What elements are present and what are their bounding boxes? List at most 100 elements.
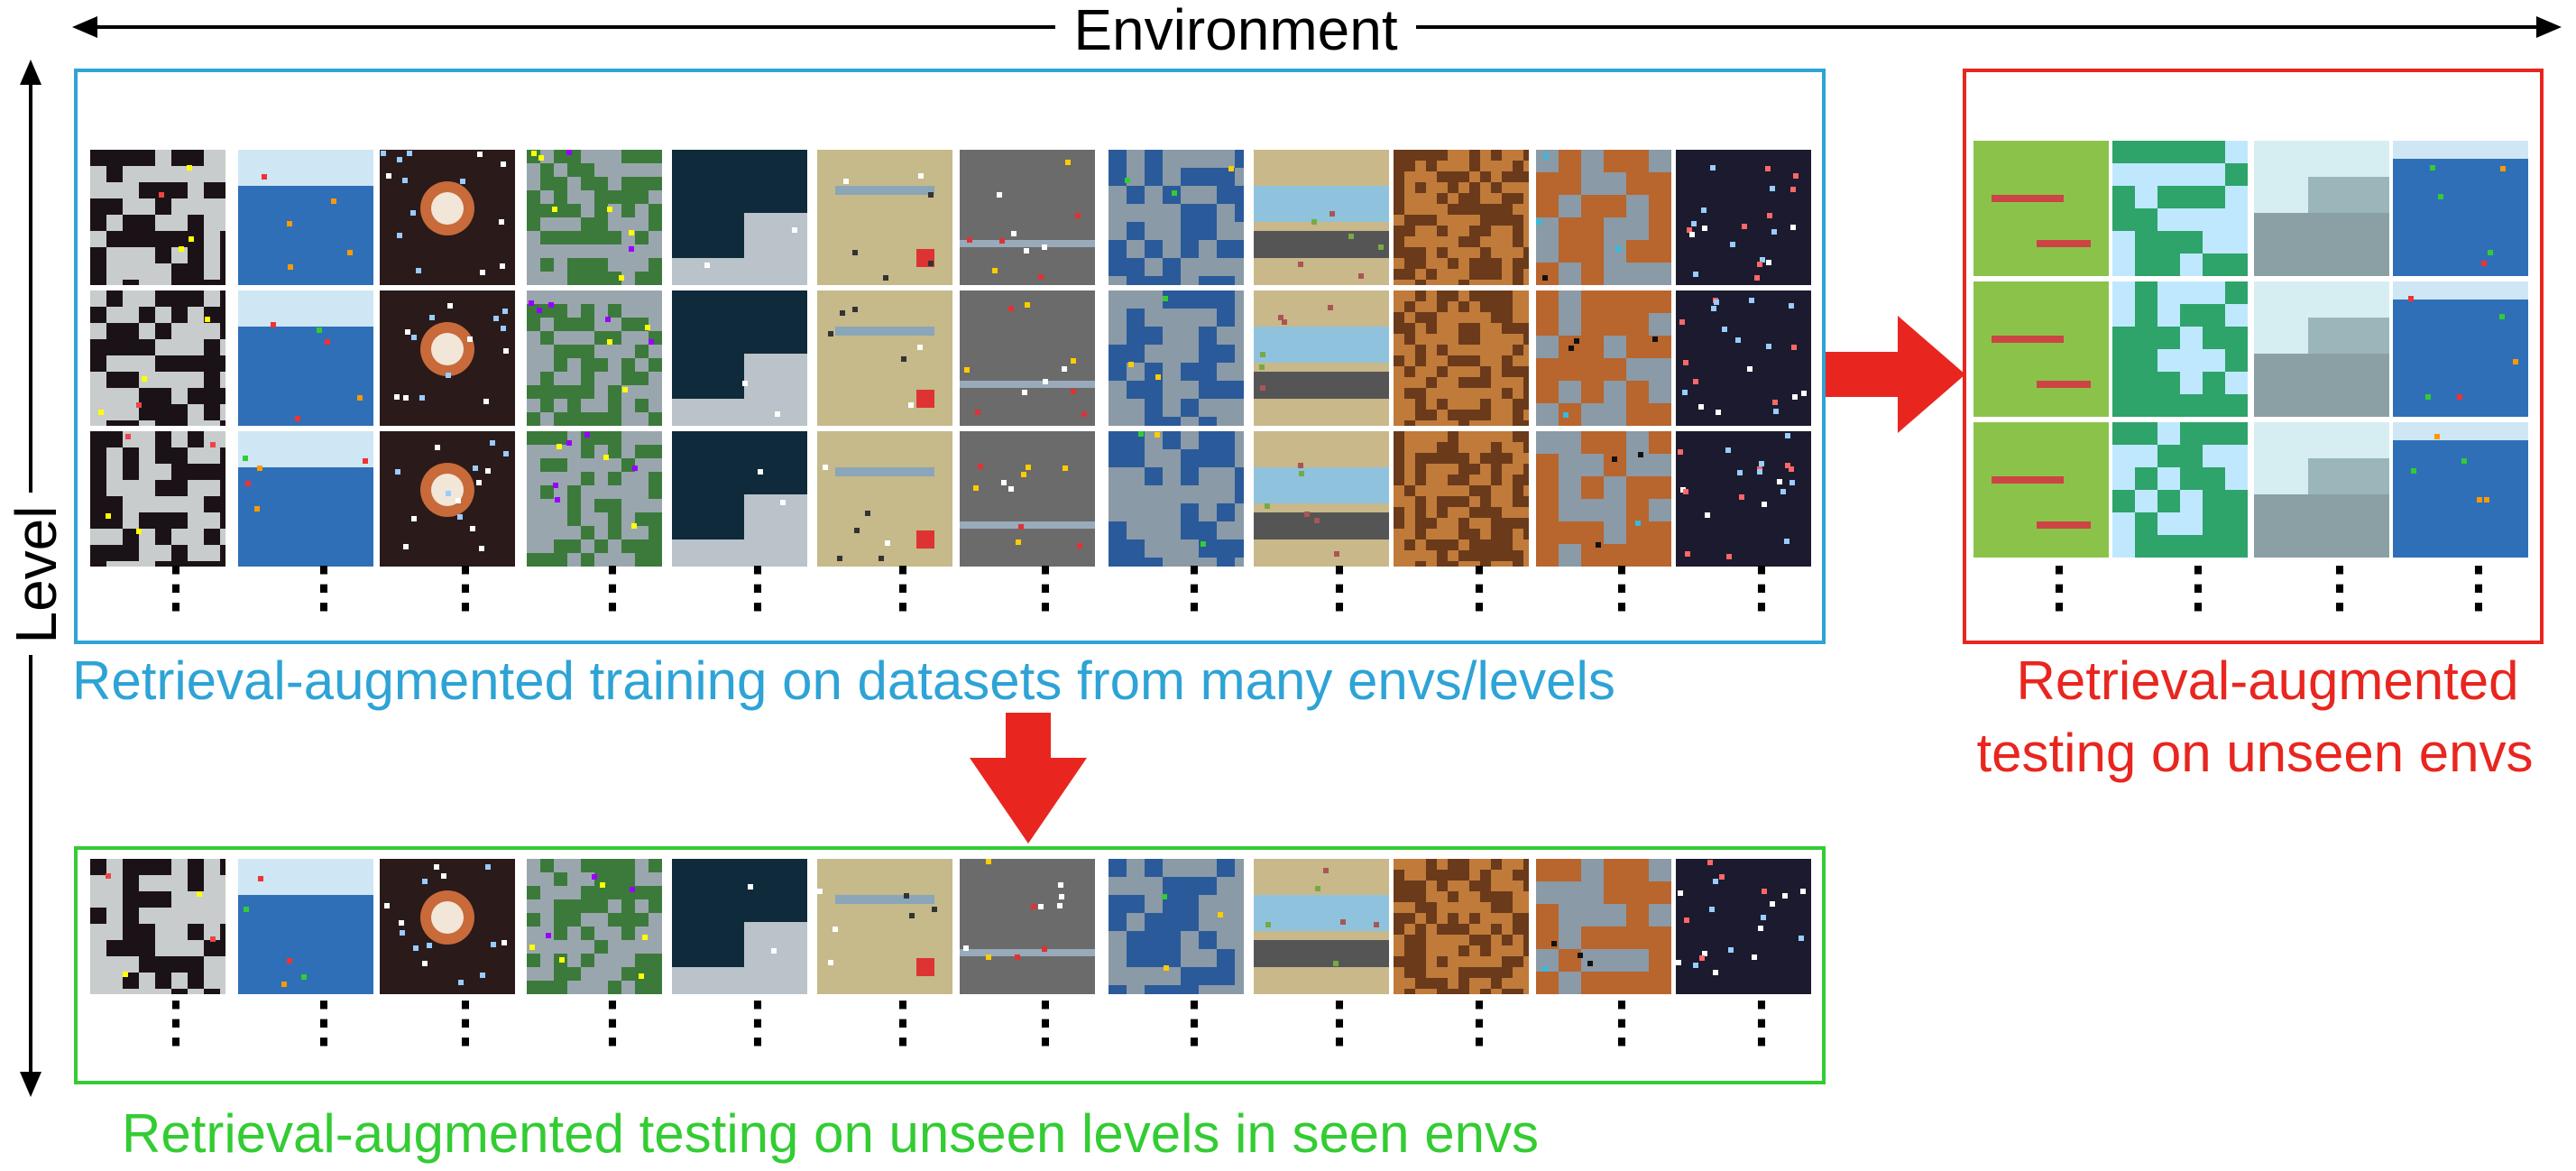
training-box (74, 69, 1826, 644)
unseen-envs-caption-line1: Retrieval-augmented (2016, 650, 2519, 711)
road-river-icon (1254, 150, 1389, 285)
platform-icon (672, 290, 807, 426)
ninja-ledge-icon (2254, 281, 2389, 417)
heist-maze-icon (1109, 431, 1244, 567)
platform-icon (672, 431, 807, 567)
more-levels-dots: ⋮ (297, 557, 351, 617)
cave-level-icon (90, 859, 225, 994)
unseen-envs-caption-line2: testing on unseen envs (1976, 723, 2534, 783)
more-levels-dots: ⋮ (438, 557, 492, 617)
cave-level-icon (90, 431, 225, 567)
more-levels-dots: ⋮ (1734, 557, 1789, 617)
more-levels-dots: ⋮ (1018, 557, 1072, 617)
arena-icon (817, 290, 952, 426)
corridor-icon (960, 290, 1095, 426)
climb-platform-icon (1973, 422, 2109, 558)
grid-maze-icon (527, 150, 662, 285)
more-levels-dots: ⋮ (1734, 991, 1789, 1052)
dirt-mine-icon (1536, 150, 1671, 285)
more-levels-dots: ⋮ (1018, 991, 1072, 1052)
ocean-fish-icon (238, 290, 373, 426)
starfield-icon (1676, 431, 1811, 567)
arena-icon (817, 859, 952, 994)
more-levels-dots: ⋮ (876, 557, 930, 617)
jump-platform-icon (2112, 281, 2248, 417)
more-levels-dots: ⋮ (1452, 557, 1506, 617)
heist-maze-icon (1109, 290, 1244, 426)
road-river-icon (1254, 290, 1389, 426)
ocean-fish-icon (238, 150, 373, 285)
unseen-levels-box (74, 846, 1826, 1084)
more-levels-dots: ⋮ (585, 991, 639, 1052)
more-levels-dots: ⋮ (438, 991, 492, 1052)
dirt-mine-icon (1536, 859, 1671, 994)
more-levels-dots: ⋮ (2452, 557, 2506, 617)
arrow-to-unseen-levels (970, 713, 1087, 844)
heist-maze-icon (1109, 859, 1244, 994)
heist-maze-icon (1109, 150, 1244, 285)
more-levels-dots: ⋮ (1167, 557, 1221, 617)
corridor-icon (960, 859, 1095, 994)
ninja-ledge-icon (2254, 141, 2389, 276)
more-levels-dots: ⋮ (876, 991, 930, 1052)
cave-level-icon (90, 290, 225, 426)
arena-icon (817, 150, 952, 285)
corridor-icon (960, 431, 1095, 567)
environment-axis-arrow (72, 16, 2562, 38)
space-boss-icon (380, 150, 515, 285)
sea-ships-icon (2393, 422, 2528, 558)
arena-icon (817, 431, 952, 567)
brown-maze-icon (1394, 290, 1529, 426)
jump-platform-icon (2112, 141, 2248, 276)
unseen-levels-caption: Retrieval-augmented testing on unseen le… (122, 1103, 1539, 1164)
brown-maze-icon (1394, 431, 1529, 567)
cave-level-icon (90, 150, 225, 285)
space-boss-icon (380, 290, 515, 426)
more-levels-dots: ⋮ (1595, 557, 1649, 617)
road-river-icon (1254, 859, 1389, 994)
more-levels-dots: ⋮ (1312, 557, 1366, 617)
space-boss-icon (380, 431, 515, 567)
more-levels-dots: ⋮ (2171, 557, 2225, 617)
more-levels-dots: ⋮ (2313, 557, 2367, 617)
brown-maze-icon (1394, 150, 1529, 285)
more-levels-dots: ⋮ (585, 557, 639, 617)
more-levels-dots: ⋮ (731, 557, 785, 617)
more-levels-dots: ⋮ (1312, 991, 1366, 1052)
platform-icon (672, 859, 807, 994)
sea-ships-icon (2393, 141, 2528, 276)
environment-axis-label: Environment (1073, 0, 1398, 62)
more-levels-dots: ⋮ (2032, 557, 2086, 617)
climb-platform-icon (1973, 281, 2109, 417)
brown-maze-icon (1394, 859, 1529, 994)
dirt-mine-icon (1536, 290, 1671, 426)
dirt-mine-icon (1536, 431, 1671, 567)
training-caption: Retrieval-augmented training on datasets… (72, 650, 1615, 711)
grid-maze-icon (527, 431, 662, 567)
more-levels-dots: ⋮ (297, 991, 351, 1052)
level-axis-label: Level (4, 505, 69, 644)
grid-maze-icon (527, 290, 662, 426)
starfield-icon (1676, 859, 1811, 994)
starfield-icon (1676, 150, 1811, 285)
grid-maze-icon (527, 859, 662, 994)
ninja-ledge-icon (2254, 422, 2389, 558)
unseen-envs-box (1963, 69, 2544, 644)
more-levels-dots: ⋮ (149, 991, 203, 1052)
platform-icon (672, 150, 807, 285)
more-levels-dots: ⋮ (1452, 991, 1506, 1052)
ocean-fish-icon (238, 431, 373, 567)
arrow-to-unseen-envs (1826, 316, 1965, 433)
starfield-icon (1676, 290, 1811, 426)
corridor-icon (960, 150, 1095, 285)
road-river-icon (1254, 431, 1389, 567)
climb-platform-icon (1973, 141, 2109, 276)
jump-platform-icon (2112, 422, 2248, 558)
more-levels-dots: ⋮ (1595, 991, 1649, 1052)
more-levels-dots: ⋮ (1167, 991, 1221, 1052)
more-levels-dots: ⋮ (149, 557, 203, 617)
more-levels-dots: ⋮ (731, 991, 785, 1052)
sea-ships-icon (2393, 281, 2528, 417)
level-axis-arrow (20, 60, 41, 1097)
space-boss-icon (380, 859, 515, 994)
